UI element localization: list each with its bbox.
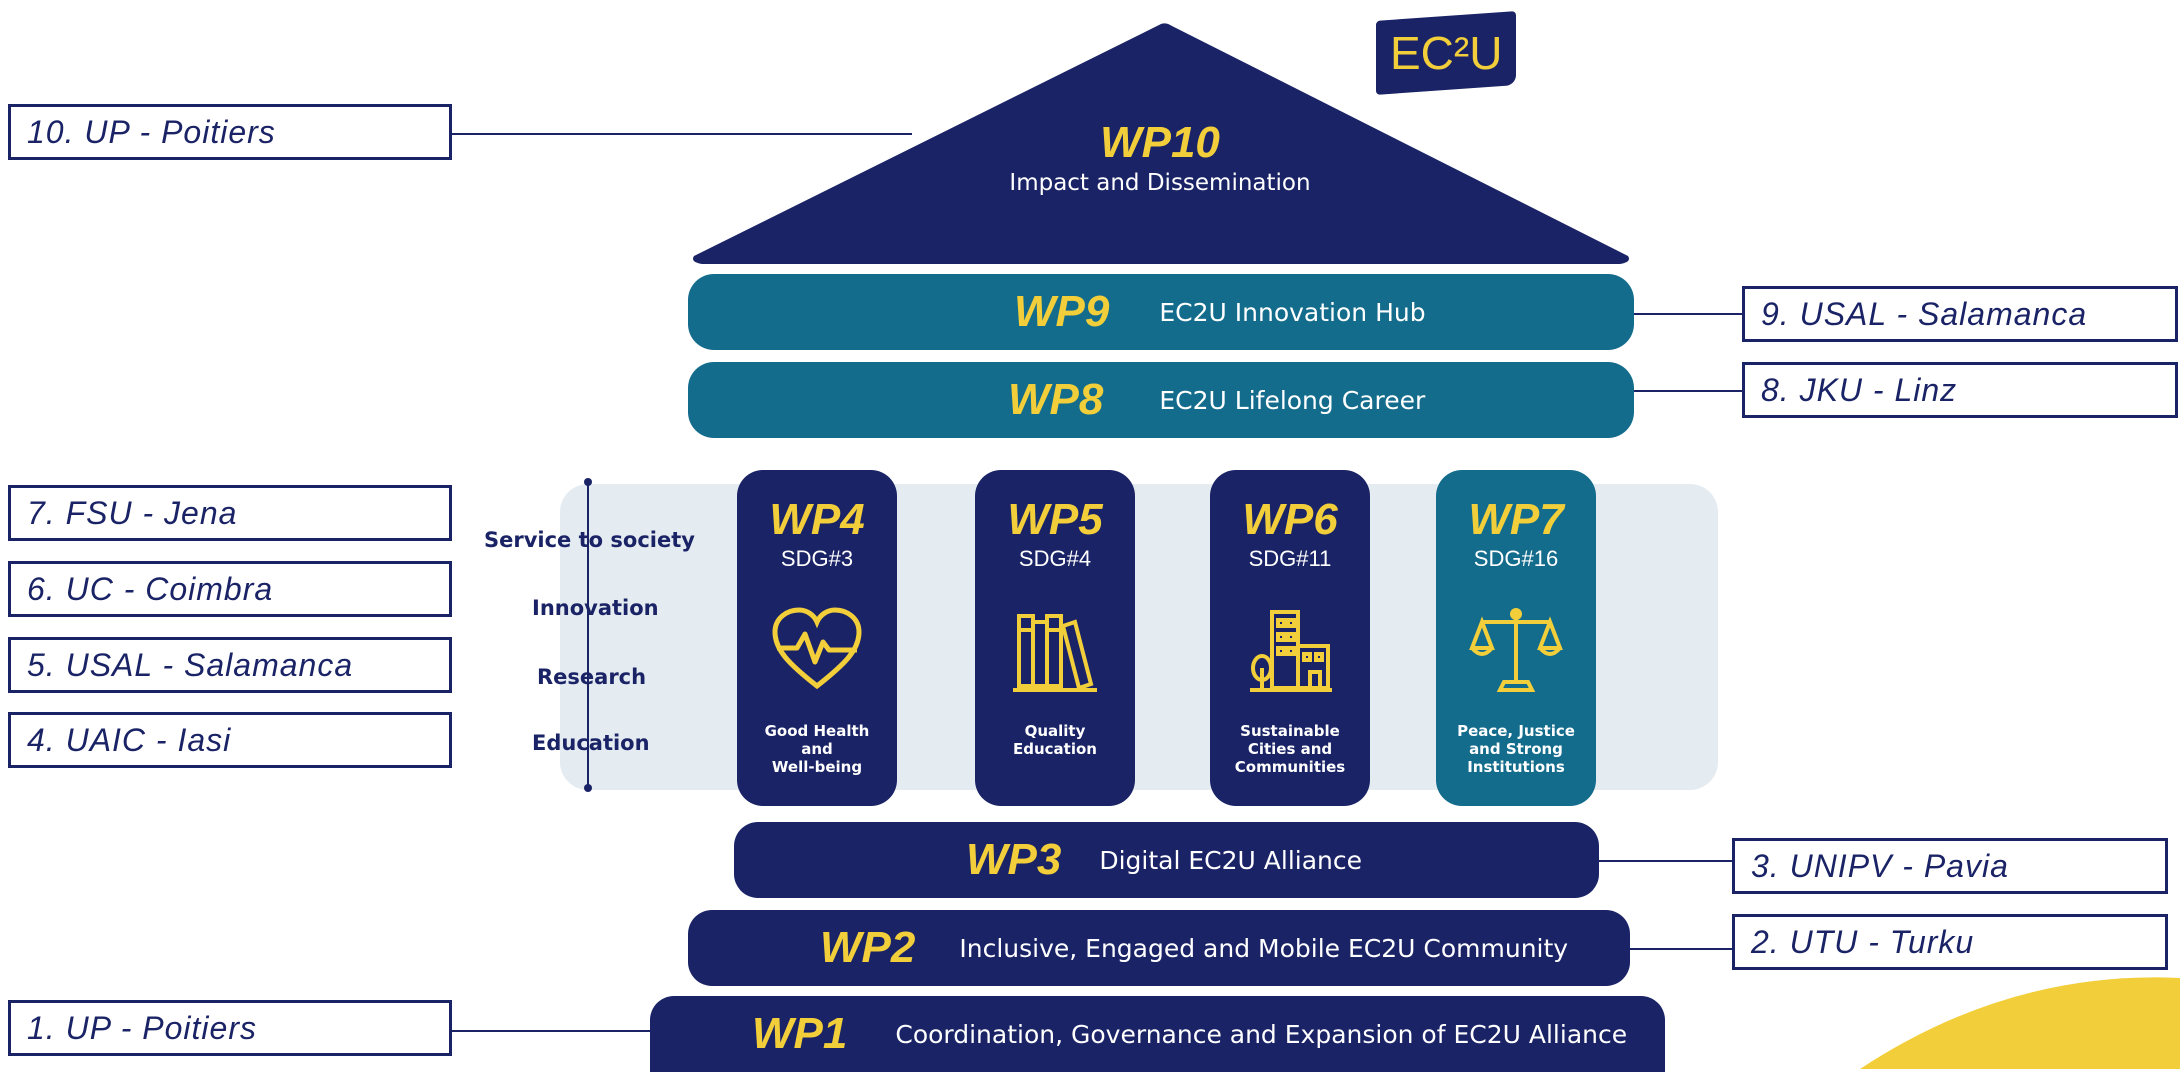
roof-title: Impact and Dissemination [1009,170,1311,196]
wp4-goal: Good Health and Well-being [752,722,882,776]
wp3-text: Digital EC2U Alliance [1099,845,1363,875]
leader-wp8: 8. JKU - Linz [1742,362,2178,418]
city-buildings-icon [1250,610,1332,692]
goal-line: Good Health [764,722,870,740]
connector-wp3 [1599,860,1733,862]
wp3-band: WP3 Digital EC2U Alliance [734,822,1599,898]
wp7-sdg: SDG#16 [1473,546,1559,571]
leader-wp9: 9. USAL - Salamanca [1742,286,2178,342]
leader-wp4: 4. UAIC - Iasi [8,712,452,768]
wp5-sdg: SDG#4 [1018,546,1092,571]
scales-icon [1469,608,1563,692]
dimension-innovation: Innovation [532,596,659,620]
wp6-label: WP6 [1242,495,1338,544]
wp7-goal: Peace, Justice and Strong Institutions [1451,722,1581,776]
wp2-band: WP2 Inclusive, Engaged and Mobile EC2U C… [688,910,1630,986]
goal-line: Institutions [1467,758,1565,776]
wp8-band: WP8 EC2U Lifelong Career [688,362,1634,438]
wp6-goal: Sustainable Cities and Communities [1225,722,1355,776]
leader-wp5: 5. USAL - Salamanca [8,637,452,693]
connector-wp2 [1630,948,1733,950]
wp6-sdg: SDG#11 [1248,546,1332,571]
wp9-label: WP9 [1014,287,1110,336]
leader-wp6: 6. UC - Coimbra [8,561,452,617]
wp1-band: WP1 Coordination, Governance and Expansi… [650,996,1665,1072]
goal-line: and Strong [1469,740,1563,758]
leader-wp2: 2. UTU - Turku [1732,914,2168,970]
dimension-service: Service to society [484,528,695,552]
goal-line: Quality [1024,722,1086,740]
goal-line: and [801,740,833,758]
wp9-text: EC2U Innovation Hub [1159,297,1426,327]
connector-wp10 [452,133,912,135]
pillar-wp6: WP6 SDG#11 Sustainable Cities and Commun… [1210,470,1370,806]
goal-line: Cities and [1247,740,1333,758]
leader-wp10: 10. UP - Poitiers [8,104,452,160]
goal-line: Sustainable [1240,722,1340,740]
connector-wp9 [1634,313,1744,315]
goal-line: Peace, Justice [1457,722,1575,740]
goal-line: Communities [1234,758,1346,776]
axis-top-dot [584,478,592,486]
roof-triangle [693,23,1629,265]
books-icon [1013,614,1097,692]
wp8-label: WP8 [1008,375,1104,424]
leader-wp7: 7. FSU - Jena [8,485,452,541]
wp1-label: WP1 [752,1009,848,1058]
connector-wp8 [1634,390,1744,392]
pillar-wp7: WP7 SDG#16 Peace, Justice and Strong Ins… [1436,470,1596,806]
wp5-label: WP5 [1007,495,1103,544]
wp4-label: WP4 [769,495,865,544]
dimension-axis [587,482,589,788]
pillar-wp4: WP4 SDG#3 Good Health and Well-being [737,470,897,806]
dimension-research: Research [537,665,647,689]
ec2u-logo: EC²U [1376,11,1516,95]
wp1-text: Coordination, Governance and Expansion o… [895,1019,1628,1049]
wp9-band: WP9 EC2U Innovation Hub [688,274,1634,350]
wp8-text: EC2U Lifelong Career [1159,385,1426,415]
logo-text: EC²U [1389,27,1503,80]
wp2-label: WP2 [820,923,916,972]
roof-wp-label: WP10 [1100,118,1220,167]
wp2-text: Inclusive, Engaged and Mobile EC2U Commu… [959,933,1569,963]
wp5-goal: Quality Education [990,722,1120,758]
dimension-education: Education [532,731,650,755]
heart-pulse-icon [772,607,862,690]
goal-line: Well-being [771,758,863,776]
wp3-label: WP3 [966,835,1062,884]
axis-bottom-dot [584,784,592,792]
wp7-label: WP7 [1468,495,1564,544]
leader-wp3: 3. UNIPV - Pavia [1732,838,2168,894]
connector-wp1 [452,1030,652,1032]
pillar-wp5: WP5 SDG#4 Quality Education [975,470,1135,806]
goal-line: Education [1013,740,1097,758]
yellow-corner-shape [1860,977,2180,1069]
leader-wp1: 1. UP - Poitiers [8,1000,452,1056]
wp4-sdg: SDG#3 [780,546,854,571]
